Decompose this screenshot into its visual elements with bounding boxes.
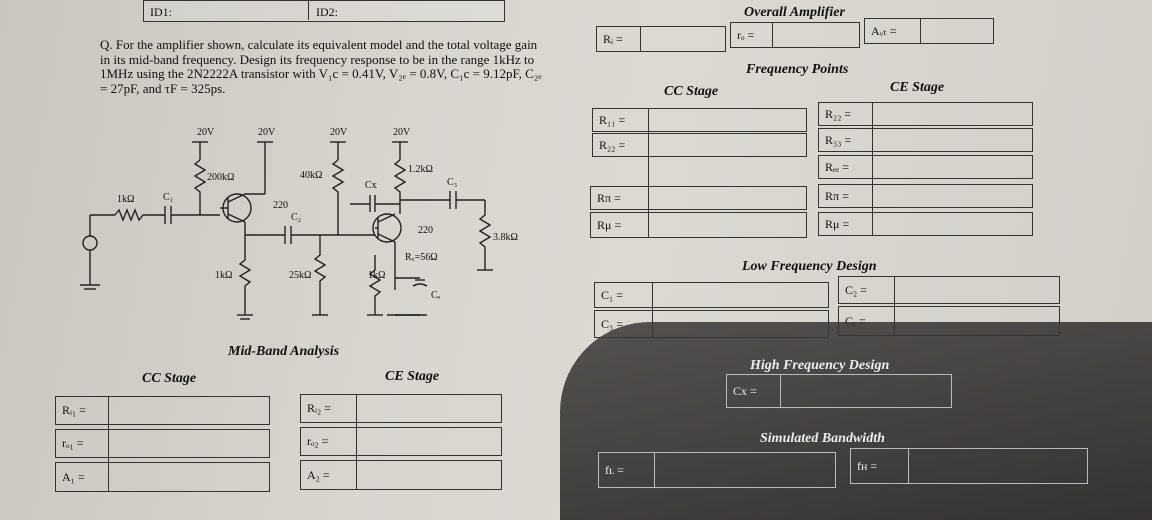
fh-cell[interactable]: fʜ =	[850, 448, 1088, 484]
high-frequency-title: High Frequency Design	[750, 358, 890, 373]
overall-title: Overall Amplifier	[744, 5, 845, 20]
ro2-cell[interactable]: rₒ₂ =	[300, 427, 502, 456]
fl-cell[interactable]: fʟ =	[598, 452, 836, 488]
ro-cell[interactable]: rₒ =	[730, 22, 860, 48]
svg-text:220: 220	[273, 200, 288, 211]
id2-label: ID2:	[316, 5, 338, 19]
fp-cc-title: CC Stage	[664, 84, 719, 99]
svg-text:25kΩ: 25kΩ	[289, 270, 311, 281]
fl-divider	[654, 452, 655, 488]
fp-ce-title: CE Stage	[890, 80, 945, 95]
avt-cell[interactable]: Aᵥₜ =	[864, 18, 994, 44]
svg-text:1kΩ: 1kΩ	[368, 270, 385, 281]
a1-cell[interactable]: A₁ =	[55, 462, 270, 492]
question-text: Q. For the amplifier shown, calculate it…	[100, 37, 542, 96]
r22-cc-cell[interactable]: R₂₂ =	[592, 133, 807, 157]
ro1-cell[interactable]: rₒ₁ =	[55, 429, 270, 458]
svg-text:3.8kΩ: 3.8kΩ	[493, 232, 518, 243]
ri-cell[interactable]: Rᵢ =	[596, 26, 726, 52]
svg-text:C₁: C₁	[163, 192, 173, 203]
rmu-cc-cell[interactable]: Rμ =	[590, 212, 807, 238]
frequency-points-title: Frequency Points	[746, 62, 849, 77]
c1-cell[interactable]: C₁ =	[594, 282, 829, 308]
ree-cell[interactable]: Rₑₑ =	[818, 155, 1033, 179]
fp-ce-divider	[872, 102, 873, 236]
rpi-ce-cell[interactable]: Rπ =	[818, 184, 1033, 208]
svg-text:220: 220	[418, 225, 433, 236]
low-frequency-title: Low Frequency Design	[742, 259, 877, 274]
svg-text:C₃: C₃	[447, 177, 457, 188]
svg-text:Cx: Cx	[365, 180, 377, 191]
id-divider	[308, 0, 309, 20]
svg-text:20V: 20V	[258, 127, 276, 138]
mid-band-title: Mid-Band Analysis	[228, 344, 340, 359]
amplifier-circuit-diagram: 20V 20V 20V 20V 1kΩ 200kΩ 40kΩ 1.2kΩ 220 220Rₓ=…	[80, 127, 518, 320]
svg-text:20V: 20V	[330, 127, 348, 138]
rmu-ce-cell[interactable]: Rμ =	[818, 212, 1033, 236]
cx-divider	[780, 374, 781, 408]
a2-cell[interactable]: A₂ =	[300, 460, 502, 490]
svg-text:200kΩ: 200kΩ	[207, 172, 234, 183]
svg-text:Cₑ: Cₑ	[431, 290, 441, 301]
ri-divider	[640, 26, 641, 52]
cx-cell[interactable]: Cx =	[726, 374, 952, 408]
svg-text:20V: 20V	[393, 127, 411, 138]
r33-cell[interactable]: R₃₃ =	[818, 128, 1033, 152]
ri1-cell[interactable]: Rᵢ₁ =	[55, 396, 270, 425]
rpi-cc-cell[interactable]: Rπ =	[590, 186, 807, 210]
fh-divider	[908, 448, 909, 484]
hand-shadow	[560, 322, 1152, 520]
r11-cell[interactable]: R₁₁ =	[592, 108, 807, 132]
ce-column-divider	[356, 394, 357, 490]
ri2-cell[interactable]: Rᵢ₂ =	[300, 394, 502, 423]
cc-column-divider	[108, 396, 109, 492]
mid-band-cc-title: CC Stage	[142, 371, 197, 386]
simulated-bandwidth-title: Simulated Bandwidth	[760, 431, 885, 446]
svg-text:1kΩ: 1kΩ	[117, 194, 134, 205]
id1-label: ID1:	[150, 5, 172, 19]
ro-divider	[772, 22, 773, 48]
id-field-box[interactable]	[143, 0, 505, 22]
fp-cc-divider	[648, 108, 649, 238]
svg-text:20V: 20V	[197, 127, 215, 138]
c2-cell[interactable]: C₂ =	[838, 276, 1060, 304]
svg-text:C₂: C₂	[291, 212, 301, 223]
svg-text:1kΩ: 1kΩ	[215, 270, 232, 281]
mid-band-ce-title: CE Stage	[385, 369, 440, 384]
avt-divider	[920, 18, 921, 44]
low-right-divider	[894, 276, 895, 336]
svg-text:1.2kΩ: 1.2kΩ	[408, 164, 433, 175]
r22-ce-cell[interactable]: R₂₂ =	[818, 102, 1033, 126]
svg-text:40kΩ: 40kΩ	[300, 170, 322, 181]
svg-text:Rₓ=56Ω: Rₓ=56Ω	[405, 252, 438, 263]
low-left-divider	[652, 282, 653, 338]
